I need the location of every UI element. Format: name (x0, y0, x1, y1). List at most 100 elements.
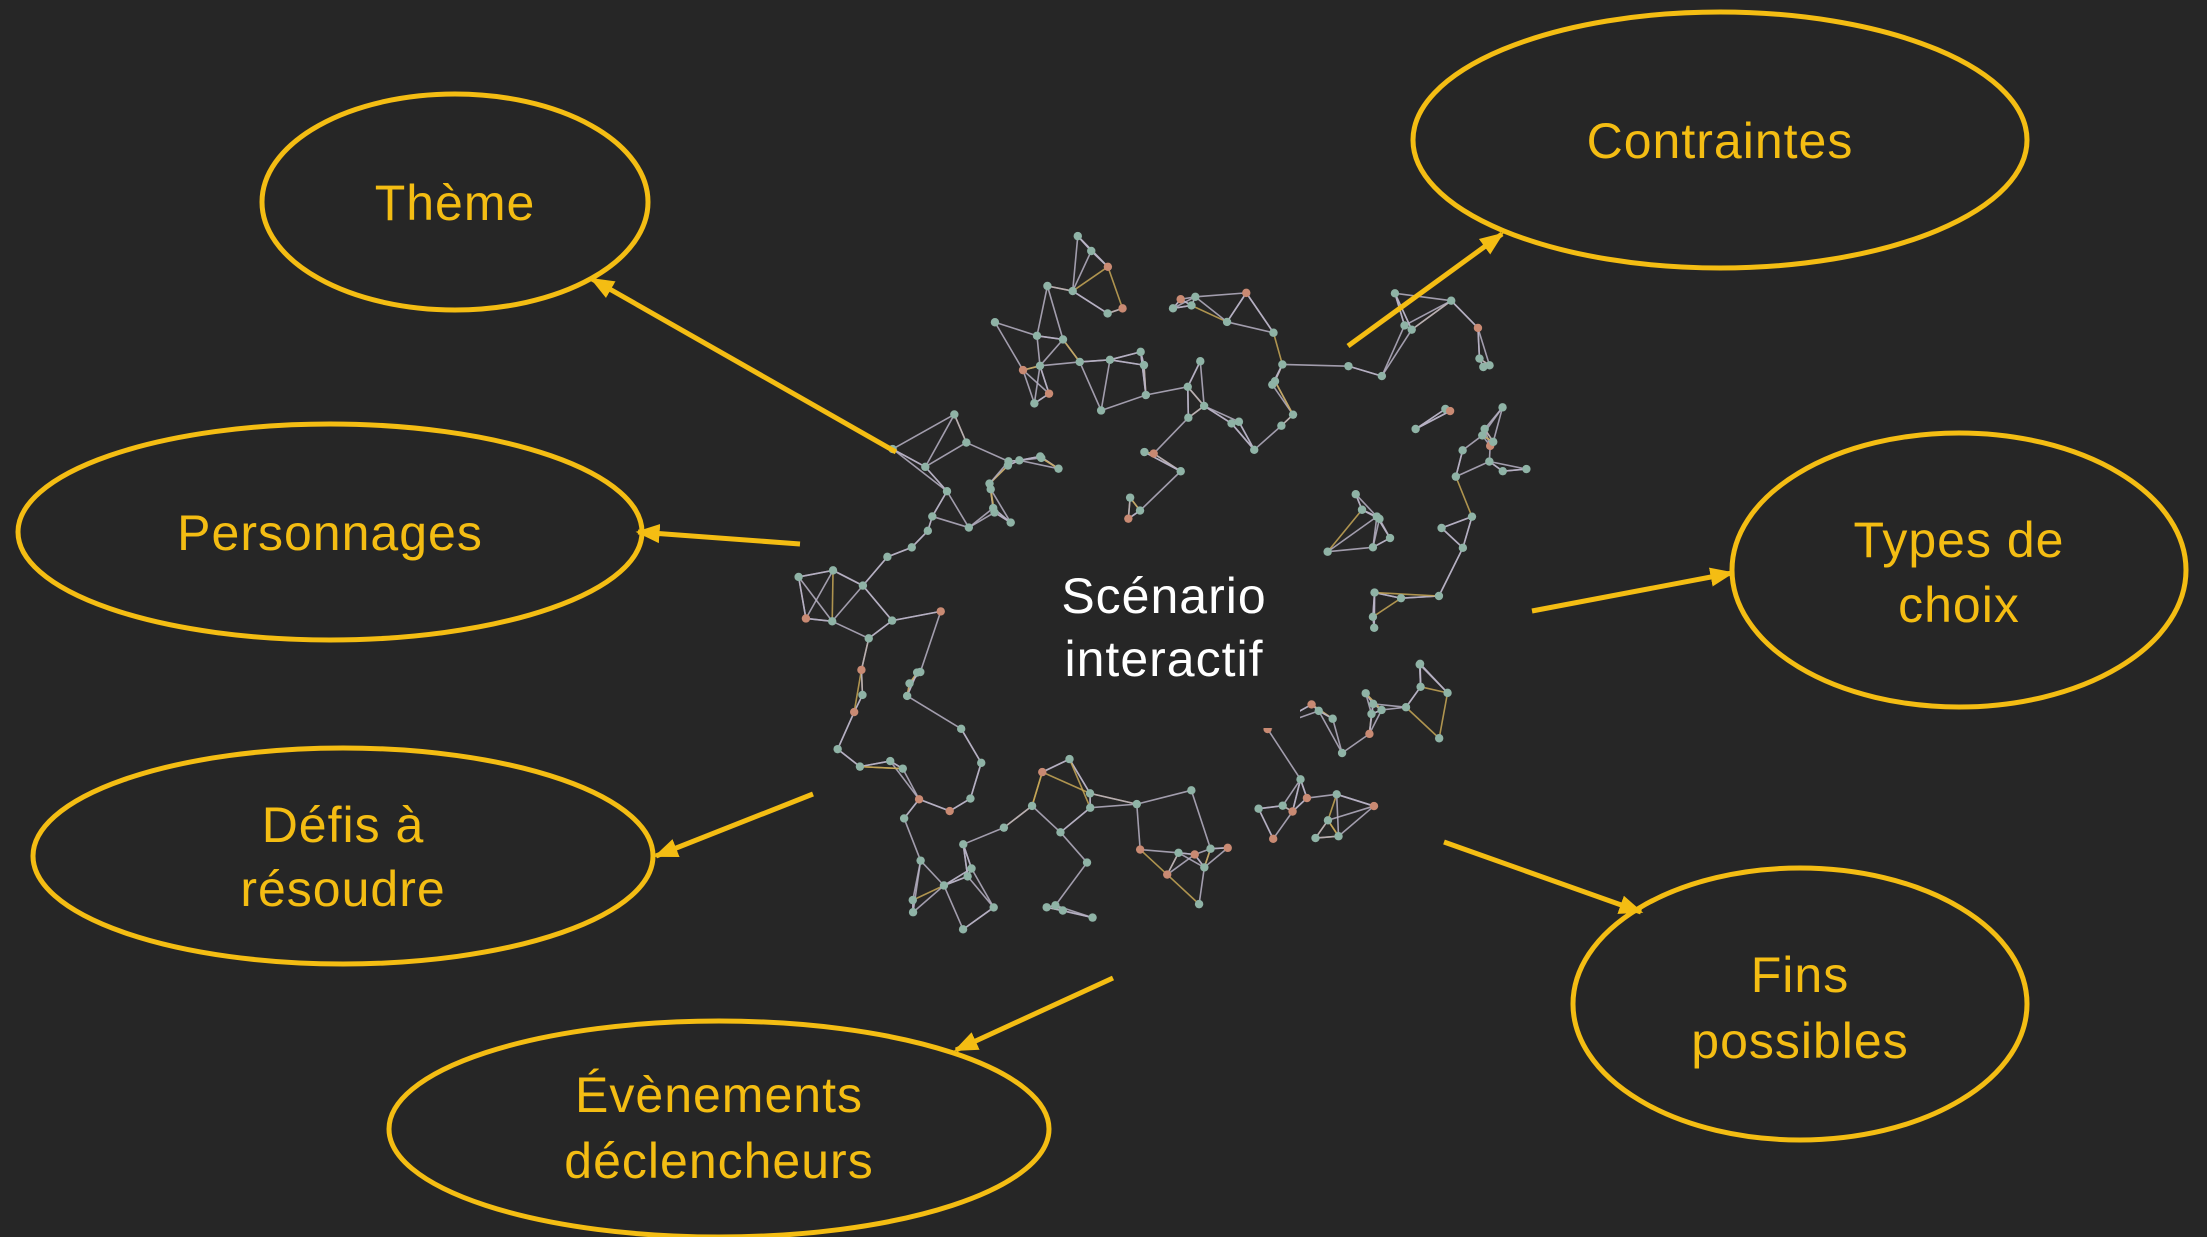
network-edge (831, 585, 864, 622)
network-node (1183, 382, 1192, 392)
network-edge (1318, 710, 1343, 754)
network-node (1367, 709, 1376, 719)
network-edge (1438, 692, 1449, 739)
network-node (1323, 547, 1332, 556)
network-node (1332, 790, 1341, 799)
network-node (887, 616, 897, 625)
arrow-to-theme (589, 276, 898, 455)
network-edge (970, 868, 995, 908)
network-edge (1059, 807, 1091, 833)
network-node (794, 572, 803, 582)
network-node (1051, 901, 1060, 910)
network-node (864, 634, 873, 643)
network-node (986, 485, 995, 494)
network-node (1323, 816, 1333, 825)
network-edge (1266, 728, 1302, 780)
network-edge (1203, 405, 1240, 423)
network-node (1190, 850, 1199, 859)
network-node (989, 903, 998, 912)
network-edge (1036, 334, 1064, 341)
network-node (1027, 801, 1037, 811)
network-node (1473, 323, 1483, 333)
network-edge (1072, 266, 1109, 292)
network-edge (1203, 847, 1229, 869)
network-edge (1089, 792, 1137, 805)
network-node (1475, 354, 1484, 363)
network-node (1125, 493, 1135, 502)
network-node (1088, 913, 1097, 922)
network-node (857, 665, 866, 675)
network-node (916, 856, 925, 865)
network-edge (962, 826, 1005, 846)
network-node (977, 758, 986, 768)
network-edge (943, 867, 972, 887)
node-types-de-choix: Types de choix (1729, 430, 2189, 710)
network-edge (1046, 285, 1064, 340)
network-edge (859, 765, 903, 770)
center-node: Scénario interactif (1030, 528, 1300, 728)
node-types-de-choix-label-line-1: Types de (1854, 512, 2065, 568)
network-node (1357, 505, 1367, 514)
network-node (1086, 803, 1095, 812)
network-edge (906, 695, 962, 730)
network-edge (1238, 421, 1255, 451)
node-contraintes-label: Contraintes (1587, 113, 1854, 169)
network-node (1458, 446, 1467, 455)
network-edge (903, 818, 922, 861)
network-node (1416, 682, 1425, 691)
node-theme-label: Thème (375, 175, 536, 231)
network-edge (1438, 547, 1464, 597)
node-personnages: Personnages (15, 421, 645, 643)
network-edge (892, 413, 955, 450)
network-node (1445, 406, 1455, 416)
network-edge (1327, 515, 1378, 553)
network-edge (1107, 266, 1124, 309)
node-contraintes: Contraintes (1410, 9, 2030, 271)
network-node (1168, 304, 1178, 313)
center-node-box (1030, 528, 1300, 728)
network-node (1054, 464, 1063, 473)
network-node (1042, 903, 1051, 912)
network-node (959, 840, 968, 849)
network-node (1369, 699, 1378, 709)
network-node (1390, 289, 1400, 298)
network-edge (924, 414, 956, 468)
node-fins-possibles-label-line-1: Fins (1751, 947, 1849, 1003)
node-evenements-declencheurs-label-line-1: Évènements (575, 1067, 863, 1123)
node-personnages-label: Personnages (177, 505, 483, 561)
network-node (1434, 591, 1444, 601)
network-node (1314, 706, 1323, 716)
network-edge (1381, 325, 1406, 377)
network-node (1307, 700, 1316, 709)
network-node (962, 438, 971, 447)
network-node (1328, 714, 1337, 723)
network-node (1485, 361, 1494, 370)
network-node (1038, 767, 1047, 777)
node-personnages-outline (15, 421, 645, 643)
network-edge (1191, 304, 1228, 323)
network-node (1139, 360, 1149, 370)
network-node (1194, 899, 1204, 909)
network-edge (1039, 338, 1064, 367)
network-node (967, 864, 976, 873)
network-edge (1079, 361, 1102, 411)
network-edge (1492, 407, 1504, 443)
network-edge (1226, 321, 1274, 334)
network-edge (832, 569, 864, 587)
network-edge (862, 556, 888, 587)
network-node (942, 487, 952, 496)
network-node (1385, 533, 1395, 543)
network-edge (1372, 597, 1402, 618)
network-edge (1257, 808, 1274, 840)
network-node (899, 814, 909, 823)
network-node (1361, 689, 1370, 698)
network-graph-illustration (794, 231, 1531, 934)
network-edge (1441, 527, 1464, 549)
network-edge (1272, 811, 1294, 840)
network-edge (798, 569, 834, 578)
network-node (921, 462, 930, 472)
network-edge (1145, 386, 1188, 396)
network-node (849, 707, 859, 717)
network-edge (919, 611, 942, 673)
network-node (1369, 801, 1379, 811)
